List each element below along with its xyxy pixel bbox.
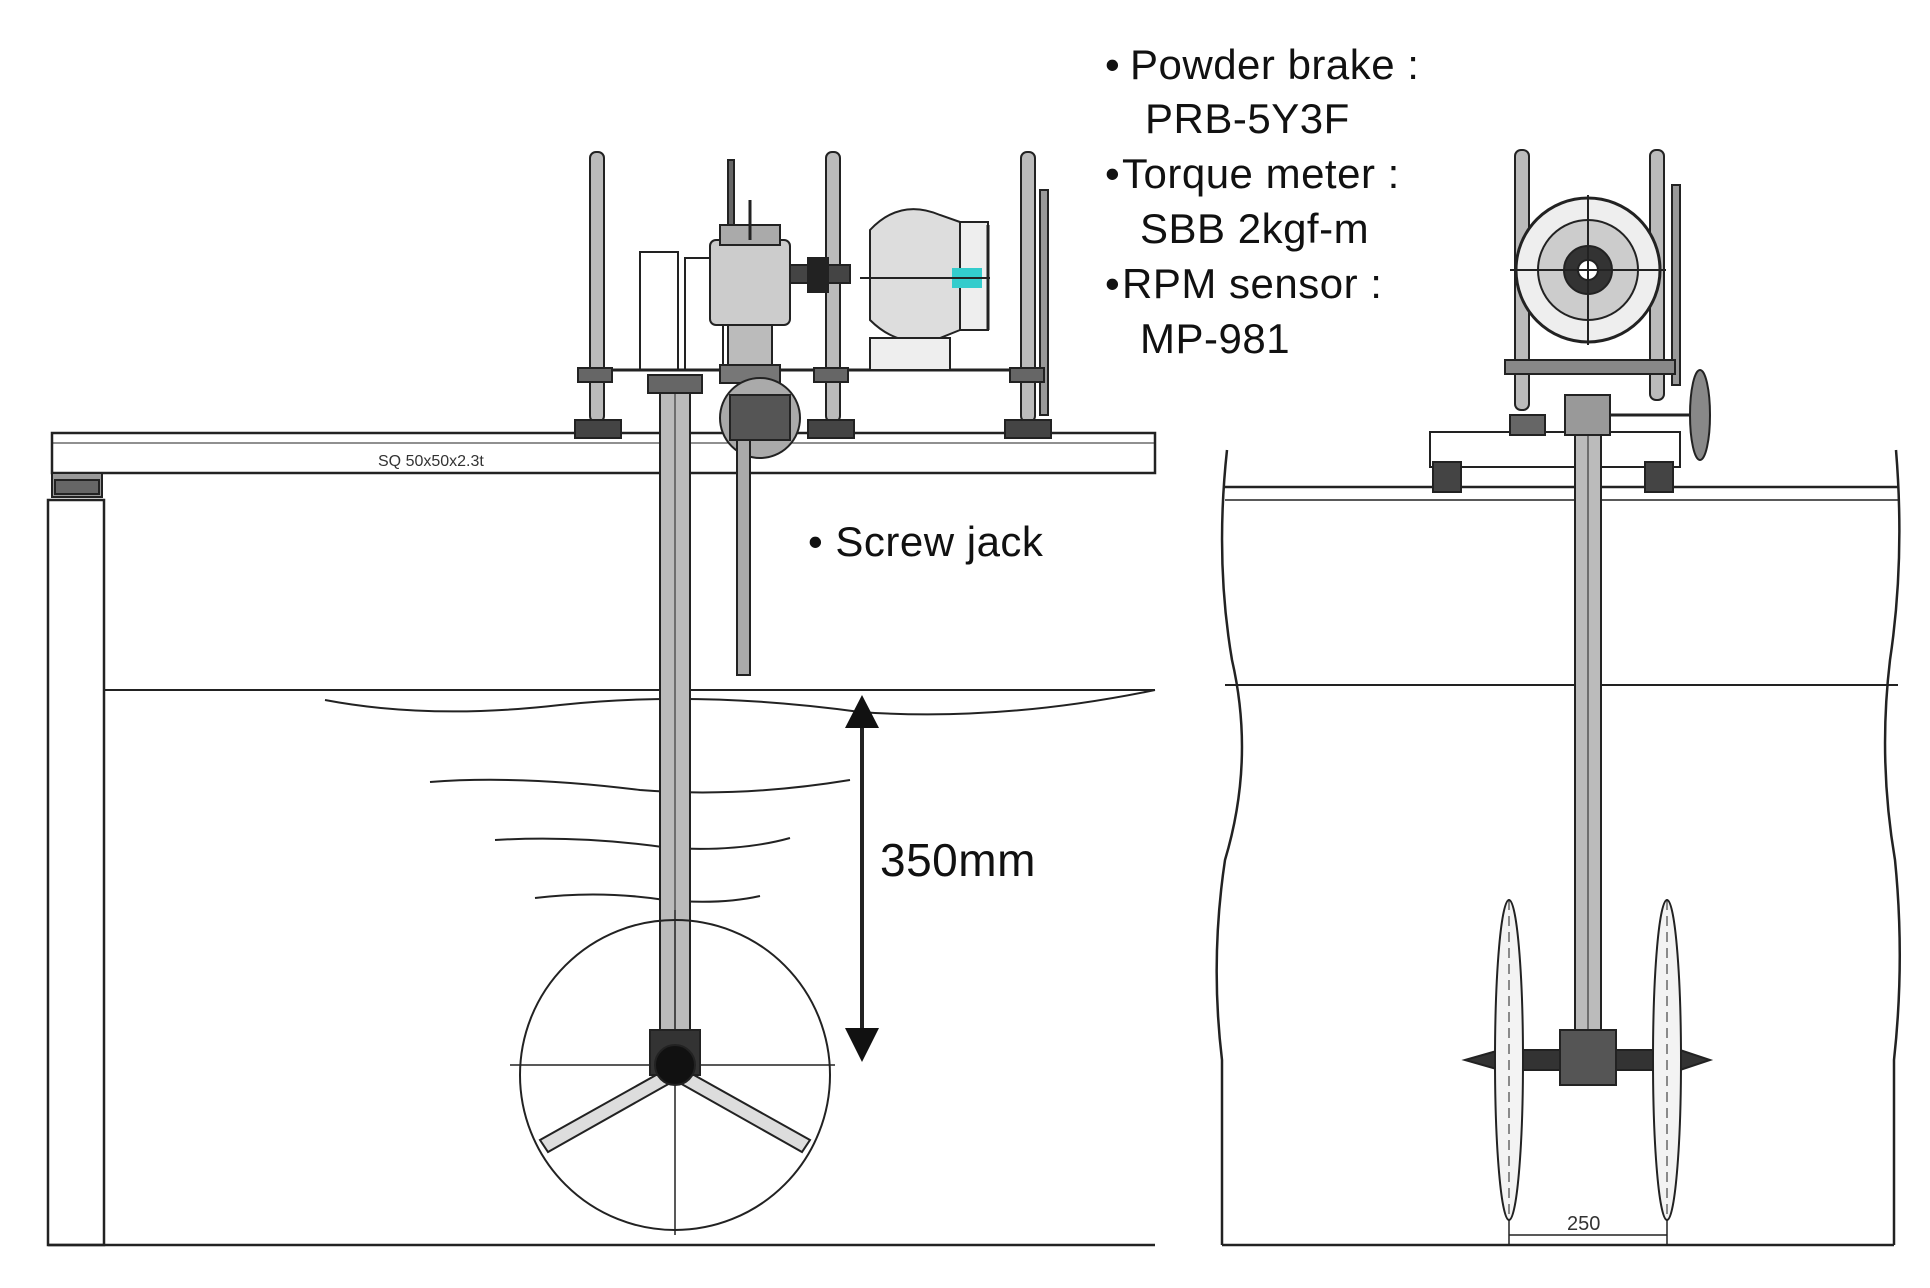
- depth-label: 350mm: [880, 834, 1036, 886]
- spec-rpm-sensor-name: RPM sensor :: [1122, 260, 1383, 307]
- side-view: [46, 151, 1157, 1247]
- coupling: [789, 257, 851, 293]
- rotor-side: [510, 910, 835, 1235]
- screw-jack: [719, 377, 801, 676]
- spec-torque-meter-model: SBB 2kgf-m: [1140, 205, 1370, 252]
- depth-arrow: [845, 695, 879, 1062]
- front-rotor: [1461, 899, 1714, 1221]
- tank-front: [1215, 449, 1902, 1247]
- spec-bullet-2: •: [1105, 150, 1121, 197]
- spec-powder-brake-model: PRB-5Y3F: [1145, 95, 1350, 142]
- front-jack-wheel: [1564, 369, 1711, 461]
- powder-brake-drum: [860, 208, 990, 371]
- top-beam: [50, 431, 1157, 498]
- front-base-frame: [1429, 414, 1681, 493]
- beam-dimension-label: SQ 50x50x2.3t: [378, 453, 484, 470]
- screw-jack-label: • Screw jack: [808, 518, 1044, 565]
- spacing-label: 250: [1567, 1213, 1600, 1235]
- gearbox-housing: [709, 200, 791, 384]
- spacing-dimension: [1508, 1220, 1668, 1245]
- spec-torque-meter-name: Torque meter :: [1122, 150, 1400, 197]
- base-frame: [574, 251, 1052, 439]
- tank-side: [46, 498, 1155, 1247]
- front-view: [1215, 149, 1902, 1247]
- spec-bullet-1: •: [1105, 41, 1121, 88]
- spec-rpm-sensor-model: MP-981: [1140, 315, 1291, 362]
- front-brake-drum: [1510, 195, 1666, 345]
- front-shaft: [1574, 434, 1602, 1031]
- spec-powder-brake-name: Powder brake :: [1130, 41, 1420, 88]
- spec-bullet-3: •: [1105, 260, 1121, 307]
